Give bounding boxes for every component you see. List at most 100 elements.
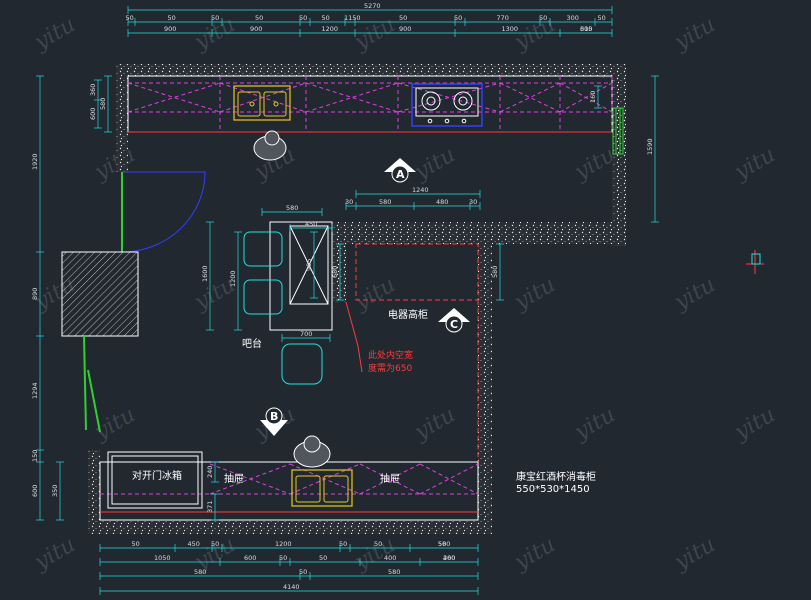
watermark-text: yitu	[730, 402, 780, 445]
dim-top-total-label: 5270	[364, 2, 381, 10]
wall-inner-right	[478, 244, 492, 534]
label-bar: 吧台	[242, 337, 262, 350]
label-drawer-left: 抽屉	[224, 472, 244, 485]
dim-right-a-label: 160	[589, 91, 597, 103]
label-drawer-right: 抽屉	[380, 472, 400, 485]
dim-bottom-row2-label: 1050	[154, 554, 171, 562]
marker-a: A	[384, 158, 416, 183]
dim-inner-d-label: 240	[206, 466, 214, 478]
watermark-text: yitu	[670, 272, 720, 315]
dim-inner-stool-label: 700	[300, 330, 312, 338]
watermark-text: yitu	[410, 402, 460, 445]
watermark-text: yitu	[510, 12, 560, 55]
dim-right-b-label: 1590	[646, 138, 654, 155]
wall-right-end	[598, 64, 626, 78]
dim-top-row1-label: 50	[454, 14, 462, 22]
stove-top	[411, 83, 483, 127]
dim-bottom-row1-label: 50	[339, 540, 347, 548]
dim-inner-row-label: 580	[379, 198, 391, 206]
marker-b-label: B	[270, 410, 278, 423]
marker-a-label: A	[396, 168, 405, 181]
dim-inner-bar-v-label: 905	[305, 259, 313, 271]
wall-left-lower	[88, 450, 100, 534]
dimension-lines	[36, 6, 659, 595]
dim-bottom-row1-label: 50	[374, 540, 382, 548]
dim-inner-row-label: 30	[469, 198, 477, 206]
door-left-lower	[83, 335, 101, 433]
dim-inner-corr-v-label: 680	[331, 266, 339, 278]
dim-top-row1-label: 50	[168, 14, 176, 22]
dim-bottom-row1-label: 1200	[275, 540, 292, 548]
hatched-column	[61, 251, 139, 337]
dim-bottom-row3-label: 580	[194, 568, 206, 576]
dim-bottom-row1-label: 50	[438, 540, 446, 548]
label-fridge: 对开门冰箱	[132, 469, 182, 482]
dim-left-main-label: 1920	[31, 153, 39, 170]
dim-left-a-label: 360	[89, 84, 97, 96]
watermark-text: yitu	[570, 402, 620, 445]
watermark-text: yitu	[670, 532, 720, 575]
fridge	[107, 451, 203, 509]
label-appliance-cabinet: 电器高柜	[388, 308, 428, 321]
dim-bottom-row1-label: 50	[132, 540, 140, 548]
dim-inner-row-label: 30	[345, 198, 353, 206]
dim-top-row1-label: 50	[539, 14, 547, 22]
dim-bottom-total-label: 4140	[283, 583, 300, 591]
dim-bottom-row2-label: 400	[384, 554, 396, 562]
dim-top-row2-label: 315	[580, 25, 592, 33]
label-note-line1: 此处内空宽	[368, 349, 413, 361]
dim-top-row2-label: 900	[399, 25, 411, 33]
watermark-text: yitu	[30, 532, 80, 575]
watermark-text: yitu	[90, 142, 140, 185]
dim-bottom-row2-label: 50	[279, 554, 287, 562]
watermark-text: yitu	[670, 12, 720, 55]
note-leader	[345, 301, 363, 373]
dim-inner-chairs-label: 1200	[229, 270, 237, 287]
dim-top-row1-label: 770	[497, 14, 509, 22]
dim-top-row1-label: 50	[126, 14, 134, 22]
watermark-text: yitu	[730, 142, 780, 185]
cabinet-cross-line	[397, 82, 501, 113]
cabinet-cross-line	[127, 82, 221, 113]
dim-top-row2-label: 900	[250, 25, 262, 33]
dim-inner-bar-label: 450	[305, 220, 317, 228]
wall-right	[612, 64, 626, 246]
wall-bottom	[88, 520, 492, 534]
wall-left-upper	[116, 64, 128, 172]
watermark-text: yitu	[510, 272, 560, 315]
sink-bottom	[291, 469, 353, 507]
dim-top-row1-label: 1150	[344, 14, 361, 22]
dim-inner-row-label: 480	[436, 198, 448, 206]
dim-bottom-row1-label: 580	[438, 540, 450, 548]
dim-left-a-label: 600	[89, 108, 97, 120]
cabinet-cross-line	[209, 463, 291, 495]
dim-top-row2-label: 1300	[502, 25, 519, 33]
window-right	[612, 107, 624, 155]
dim-inner-e-label: 371	[206, 501, 214, 513]
dim-top-row1-label: 300	[567, 14, 579, 22]
dim-bottom-row3-label: 580	[388, 568, 400, 576]
dim-inner-bar-top-label: 580	[286, 204, 298, 212]
watermark-text: yitu	[410, 142, 460, 185]
person-figure-bottom	[293, 435, 331, 468]
dim-bottom-row1-label: 50	[211, 540, 219, 548]
dim-bottom-row2-label: 50	[319, 554, 327, 562]
wall-corridor-left	[332, 222, 346, 302]
dim-top-row1-label: 50	[598, 14, 606, 22]
watermark-text: yitu	[510, 532, 560, 575]
marker-c: C	[438, 308, 470, 333]
dimension-labels: 5270 50 50 50 50 50 50 1150 50 50 770 50 300 50 900 900…	[31, 2, 654, 591]
watermark-layer: yitu yitu yitu yitu yitu yitu yitu yitu yitu yitu…	[30, 12, 780, 575]
dim-top-row1-label: 50	[399, 14, 407, 22]
dim-bottom-row2-label: 260	[443, 554, 455, 562]
dim-top-row1-label: 50	[211, 14, 219, 22]
cabinet-cross-line	[305, 82, 399, 113]
wall-corridor-top	[332, 222, 626, 244]
dim-left-c-label: 350	[51, 485, 59, 497]
top-counter	[127, 75, 613, 133]
label-note-line2: 度需为650	[368, 362, 412, 374]
dim-top-row2-label: 900	[164, 25, 176, 33]
dim-left-b-label: 580	[99, 98, 107, 110]
sink-top	[233, 85, 291, 121]
